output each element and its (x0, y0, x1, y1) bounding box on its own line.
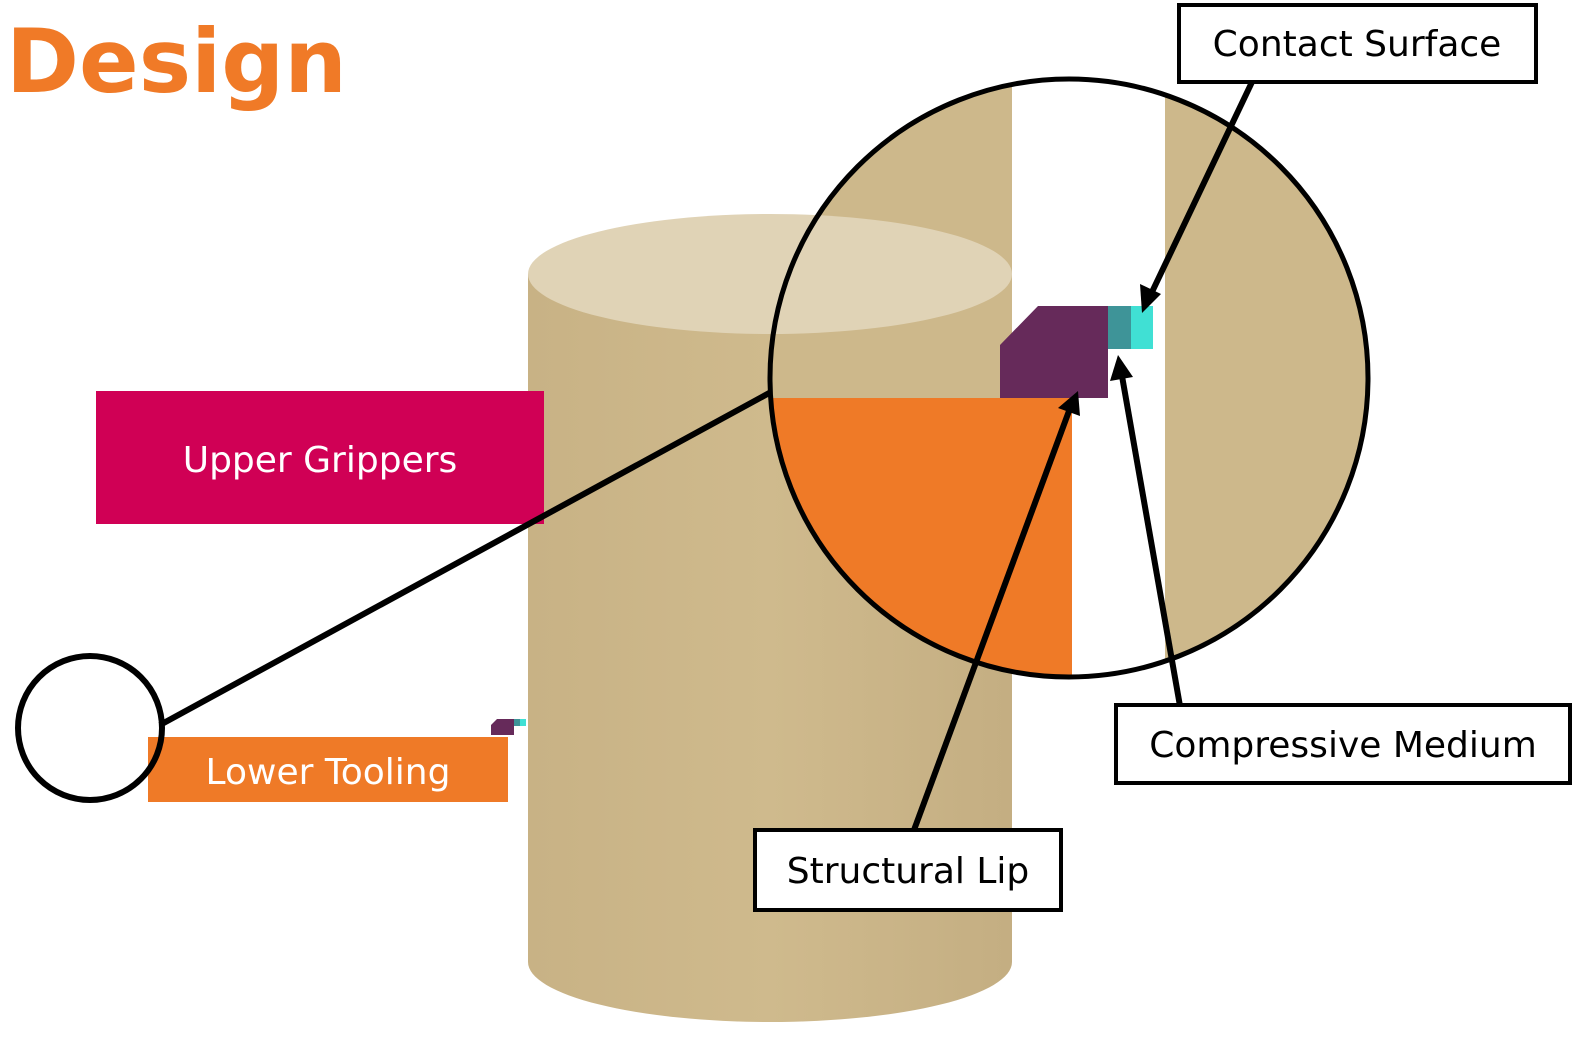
lower-tooling-block: Lower Tooling (148, 737, 508, 802)
mini-contact-surface (520, 719, 526, 726)
cylinder-bottom (528, 902, 1012, 1022)
zoom-contact-surface (1131, 306, 1153, 349)
upper-grippers-rect (96, 391, 544, 524)
zoom-workpiece-wall (1165, 79, 1368, 677)
contact-surface-callout: Contact Surface (1177, 3, 1538, 84)
lower-tooling-label: Lower Tooling (206, 752, 451, 793)
source-circle (15, 653, 165, 803)
structural-lip-arrow (911, 409, 1072, 832)
mini-compressive-medium (514, 719, 520, 726)
page-title: Design (6, 10, 347, 113)
contact-surface-arrow (1149, 80, 1255, 294)
zoom-cylinder-top (770, 214, 1012, 334)
compressive-medium-arrow (1119, 375, 1183, 707)
upper-grippers-label: Upper Grippers (183, 440, 458, 481)
lower-tooling-rect (148, 737, 508, 802)
compressive-medium-label: Compressive Medium (1149, 725, 1537, 766)
contact-surface-arrowhead (1140, 284, 1161, 313)
zoom-compressive-medium (1108, 306, 1131, 349)
zoom-connector-line (158, 389, 773, 728)
compressive-medium-arrowhead (1110, 355, 1133, 381)
structural-lip-box (753, 828, 1063, 912)
contact-surface-label: Contact Surface (1213, 24, 1502, 65)
zoom-structural-lip (1000, 306, 1108, 398)
compressive-medium-box (1114, 703, 1572, 785)
arrows (911, 80, 1255, 832)
upper-grippers-block: Upper Grippers (96, 391, 544, 524)
mini-structural-lip (491, 719, 514, 735)
mini-lip-assembly (491, 719, 526, 735)
compressive-medium-callout: Compressive Medium (1114, 703, 1572, 785)
structural-lip-label: Structural Lip (787, 851, 1030, 892)
structural-lip-callout: Structural Lip (753, 828, 1063, 912)
zoom-circle (767, 76, 1371, 680)
contact-surface-box (1177, 3, 1538, 84)
structural-lip-arrowhead (1058, 391, 1080, 416)
